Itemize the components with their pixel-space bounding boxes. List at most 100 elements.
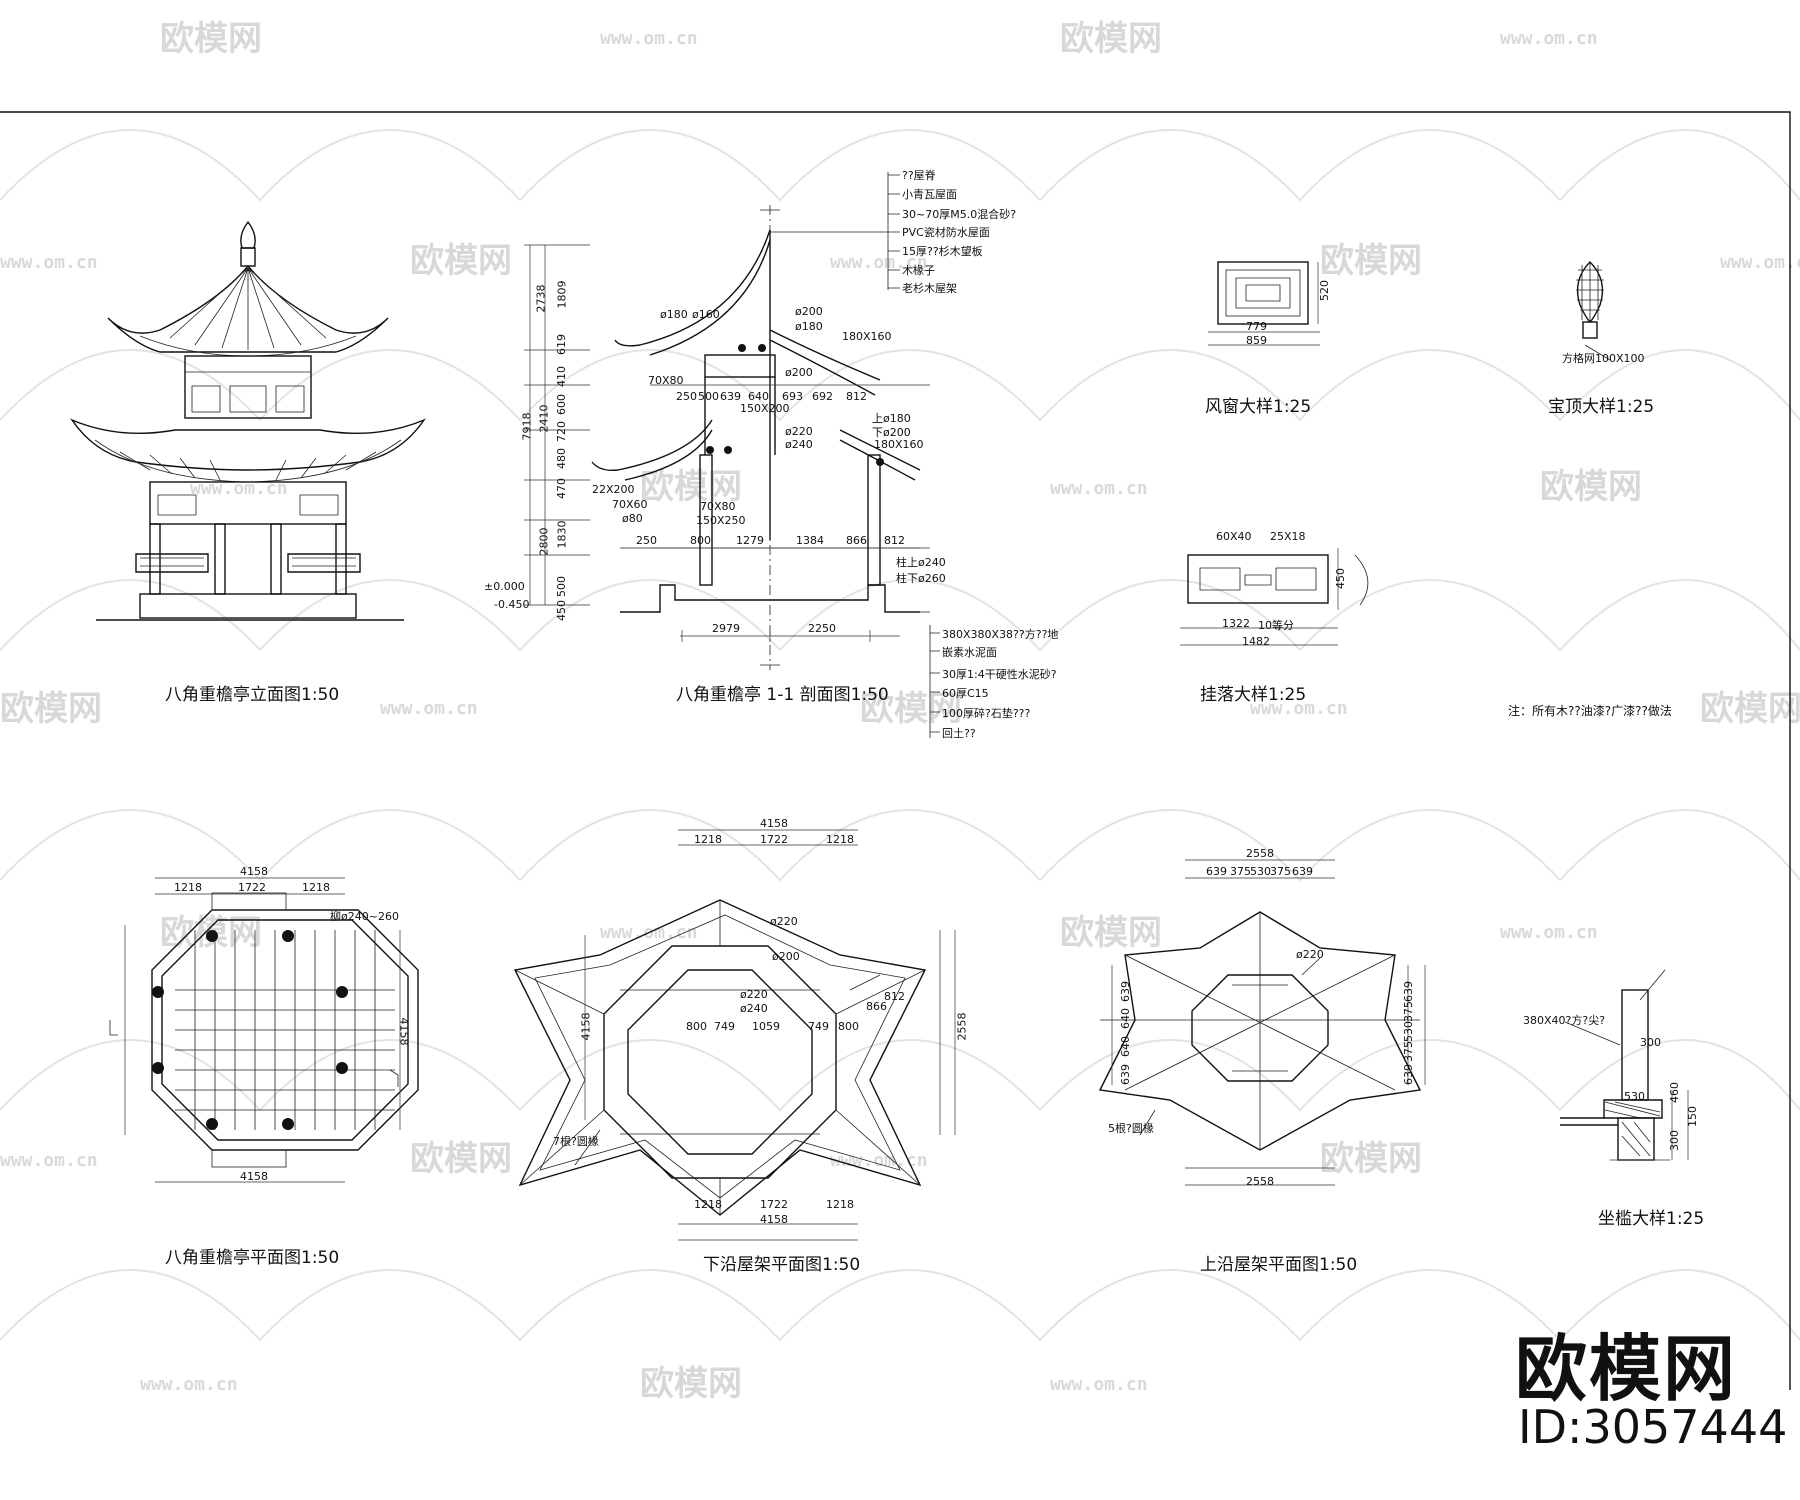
watermark-site-text: www.om.cn: [0, 252, 98, 273]
upper-plan-dim-4: 375: [1270, 865, 1291, 878]
section-span-6: 692: [812, 390, 833, 403]
brand-logo-text: 欧模网: [1515, 1327, 1738, 1411]
general-note: 注：所有木??油漆?广漆??做法: [1508, 704, 1672, 718]
section-height-7: 2410: [537, 404, 551, 433]
lower-member-2: ø200: [772, 950, 800, 963]
watermark-brand-text: 欧模网: [1060, 19, 1162, 59]
watermark-brand-text: 欧模网: [410, 1139, 512, 1179]
upper-plan-dim-5: 639: [1292, 865, 1313, 878]
hanging-detail-title: 挂落大样1:25: [1200, 685, 1307, 705]
upper-member-8: 530: [1402, 1021, 1415, 1042]
section-member-10: ø240: [785, 438, 813, 451]
plan-dim-overall-top: 4158: [240, 865, 268, 878]
lower-roof-plan-title: 下沿屋架平面图1:50: [703, 1255, 861, 1275]
column-size-label: 柳ø240~260: [330, 910, 399, 923]
section-floor-layer-5: 100厚碎?石垫???: [942, 707, 1031, 720]
upper-member-4: 640: [1119, 1036, 1132, 1057]
section-roof-layer-4: PVC瓷材防水屋面: [902, 226, 990, 239]
lower-member-9: 800: [838, 1020, 859, 1033]
section-roof-layer-1: ??屋脊: [902, 169, 936, 182]
lower-member-5: 800: [686, 1020, 707, 1033]
plan-dim-overall-side: 4158: [397, 1017, 411, 1046]
plan-dim-right: 1218: [302, 881, 330, 894]
watermark-site-text: www.om.cn: [1050, 1374, 1148, 1395]
watermark-brand-text: 欧模网: [0, 689, 102, 729]
lower-member-4: ø240: [740, 1002, 768, 1015]
section-height-4: 410: [555, 366, 568, 387]
watermark-brand-text: 欧模网: [860, 689, 962, 729]
watermark-brand-text: 欧模网: [160, 19, 262, 59]
section-height-8: 720: [555, 421, 568, 442]
upper-plan-dim-2: 375: [1230, 865, 1251, 878]
lower-member-12: 2558: [955, 1012, 969, 1041]
section-member-1: ø180: [660, 308, 688, 321]
hanging-dim-2: 25X18: [1270, 530, 1306, 543]
section-height-14: 450: [555, 600, 568, 621]
upper-member-10: 639: [1402, 1064, 1415, 1085]
finial-detail-title: 宝顶大样1:25: [1548, 397, 1655, 417]
upper-roof-plan-drawing: [1098, 859, 1426, 1186]
section-member-20: 柱下ø260: [896, 572, 946, 585]
lower-member-8: 749: [808, 1020, 829, 1033]
watermark-site-text: www.om.cn: [830, 1150, 928, 1171]
lower-roof-plan-drawing: [513, 829, 956, 1241]
section-level-minus: -0.450: [494, 598, 530, 611]
window-detail-drawing: [1208, 261, 1320, 346]
watermark-site-text: www.om.cn: [1500, 922, 1598, 943]
section-member-3: ø200: [795, 305, 823, 318]
upper-plan-dim-bottom: 2558: [1246, 1175, 1274, 1188]
section-member-8: 150X200: [740, 402, 790, 415]
window-detail-title: 风窗大样1:25: [1205, 397, 1312, 417]
section-member-2: ø160: [692, 308, 720, 321]
lower-member-6: 749: [714, 1020, 735, 1033]
upper-member-5: 639: [1119, 1064, 1132, 1085]
finial-detail-drawing: [1576, 261, 1611, 361]
section-roof-layer-7: 老杉木屋架: [902, 282, 957, 295]
upper-member-3: 640: [1119, 1008, 1132, 1029]
lower-plan-dim-left: 1218: [694, 833, 722, 846]
section-height-6: 7918: [520, 412, 534, 441]
watermark-brand-text: 欧模网: [1060, 913, 1162, 953]
section-roof-layer-2: 小青瓦屋面: [902, 188, 957, 201]
upper-plan-dim-1: 639: [1206, 865, 1227, 878]
section-floor-layer-3: 30厚1:4干硬性水泥砂?: [942, 668, 1057, 681]
section-member-15: 70X60: [612, 498, 648, 511]
seat-detail-title: 坐槛大样1:25: [1598, 1209, 1705, 1229]
section-member-14: 22X200: [592, 483, 635, 496]
section-span-12: 866: [846, 534, 867, 547]
elevation-drawing: [70, 220, 426, 621]
lower-member-10: 866: [866, 1000, 887, 1013]
section-roof-layer-5: 15厚??杉木望板: [902, 245, 983, 258]
finial-grid-label: 方格网100X100: [1562, 352, 1645, 365]
section-height-13: 500: [555, 576, 568, 597]
section-member-5: 180X160: [842, 330, 892, 343]
upper-member-2: 639: [1119, 981, 1132, 1002]
seat-dim-1: 300: [1640, 1036, 1661, 1049]
section-height-12: 1830: [555, 520, 569, 549]
hanging-detail-drawing: [1180, 548, 1369, 646]
section-height-3: 619: [555, 334, 568, 355]
plan-dim-left: 1218: [174, 881, 202, 894]
upper-member-6: 639: [1402, 981, 1415, 1002]
upper-plan-dim-top: 2558: [1246, 847, 1274, 860]
window-dim-inner: 779: [1246, 320, 1267, 333]
section-span-4: 640: [748, 390, 769, 403]
window-dim-outer: 859: [1246, 334, 1267, 347]
upper-plan-dim-3: 530: [1250, 865, 1271, 878]
lower-rafter-label: 7根?圆椽: [553, 1135, 599, 1148]
section-span-2: 500: [698, 390, 719, 403]
seat-dim-3: 150: [1686, 1106, 1699, 1127]
seat-detail-drawing: [1560, 969, 1689, 1161]
watermark-site-text: www.om.cn: [380, 698, 478, 719]
section-height-2: 1809: [555, 280, 569, 309]
section-height-9: 480: [555, 448, 568, 469]
watermark-brand-text: 欧模网: [640, 1364, 742, 1404]
sheet-border: [0, 111, 1791, 1390]
watermark-brand-text: 欧模网: [640, 467, 742, 507]
section-member-12: 下ø200: [872, 426, 911, 439]
section-member-9: ø220: [785, 425, 813, 438]
watermark-texts: 欧模网 www.om.cn 欧模网 www.om.cn www.om.cn 欧模…: [0, 19, 1800, 1404]
watermark-brand-text: 欧模网: [1540, 467, 1642, 507]
section-height-10: 470: [555, 478, 568, 499]
